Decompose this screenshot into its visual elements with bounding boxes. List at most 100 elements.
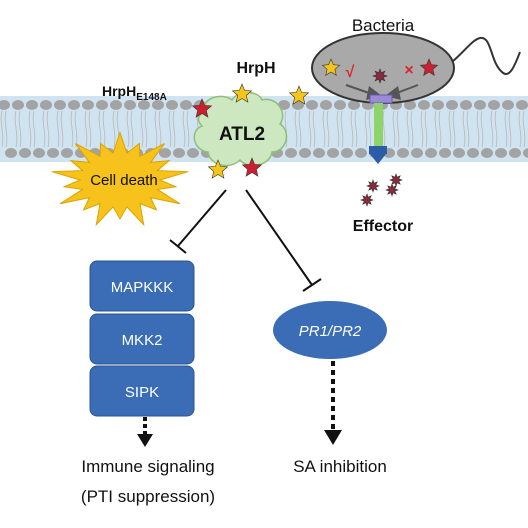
lipid-head	[446, 100, 458, 110]
effector-particle	[372, 68, 388, 84]
bacteria-cell: Bacteria √ ×	[311, 16, 521, 104]
lipid-head	[411, 148, 423, 158]
kinase-box-sipk: SIPK	[89, 365, 195, 417]
lipid-tail	[84, 110, 88, 148]
lipid-head	[138, 100, 150, 110]
lipid-tail	[350, 110, 354, 148]
flagellum	[451, 37, 521, 75]
lipid-tail	[144, 110, 148, 148]
lipid-head	[47, 148, 59, 158]
membrane-lipid-heads	[0, 100, 528, 158]
lipid-tail	[508, 110, 512, 148]
effector-particle	[360, 193, 374, 207]
kinase-box-mapkkk: MAPKKK	[89, 260, 195, 312]
lipid-head	[348, 100, 360, 110]
hrph-mutant-star-red	[191, 98, 213, 118]
lipid-tail	[102, 110, 106, 148]
lipid-tail	[504, 110, 508, 148]
lipid-tail	[326, 110, 330, 148]
lipid-head	[502, 100, 514, 110]
lipid-head	[68, 100, 80, 110]
hrph-star-yellow	[231, 83, 253, 103]
lipid-tail	[518, 110, 522, 148]
lipid-head	[187, 148, 199, 158]
check-mark: √	[346, 64, 355, 81]
lipid-tail	[480, 110, 484, 148]
lipid-tail	[382, 110, 386, 148]
lipid-head	[5, 148, 17, 158]
lipid-tail	[0, 110, 4, 148]
lipid-tail	[438, 110, 442, 148]
lipid-head	[397, 148, 409, 158]
lipid-tail	[46, 110, 50, 148]
lipid-head	[439, 148, 451, 158]
lipid-head	[509, 148, 521, 158]
lipid-head	[180, 100, 192, 110]
lipid-tail	[424, 110, 428, 148]
lipid-head	[61, 148, 73, 158]
atl2-protein: ATL2	[193, 91, 288, 167]
lipid-head	[523, 148, 528, 158]
lipid-head	[285, 148, 297, 158]
lipid-head	[404, 100, 416, 110]
lipid-head	[33, 148, 45, 158]
lipid-tail	[312, 110, 316, 148]
lipid-head	[516, 100, 528, 110]
lipid-head	[355, 148, 367, 158]
effector-particle	[366, 179, 380, 193]
lipid-tail	[462, 110, 466, 148]
inhibition-to-pr-genes	[245, 189, 322, 292]
cell-death-burst: Cell death	[51, 130, 189, 227]
lipid-tail	[172, 110, 176, 148]
pr-genes-label: PR1/PR2	[299, 323, 362, 340]
lipid-head	[467, 148, 479, 158]
lipid-head	[124, 100, 136, 110]
lipid-tail	[522, 110, 526, 148]
arrow-to-immune-signaling	[137, 417, 153, 447]
lipid-tail	[158, 110, 162, 148]
lipid-tail	[364, 110, 368, 148]
lipid-head	[460, 100, 472, 110]
lipid-tail	[4, 110, 8, 148]
hrph-star-yellow	[288, 85, 310, 105]
lipid-tail	[406, 110, 410, 148]
lipid-tail	[140, 110, 144, 148]
lipid-tail	[340, 110, 344, 148]
lipid-head	[26, 100, 38, 110]
lipid-tail	[88, 110, 92, 148]
kinase-cascade: MAPKKK MKK2 SIPK	[89, 260, 195, 417]
lipid-head	[152, 100, 164, 110]
lipid-tail	[410, 110, 414, 148]
pr-genes: PR1/PR2	[273, 301, 387, 359]
hrph-label: HrpH	[236, 60, 275, 77]
hrph-mutant-base: HrpH	[102, 83, 136, 99]
bacteria-star-red	[419, 58, 439, 76]
lipid-head	[341, 148, 353, 158]
lipid-head	[334, 100, 346, 110]
kinase-label-mkk2: MKK2	[122, 332, 163, 349]
lipid-tail	[18, 110, 22, 148]
lipid-tail	[368, 110, 372, 148]
lipid-head	[299, 148, 311, 158]
sa-inhibition-label: SA inhibition	[293, 457, 387, 476]
lipid-head	[488, 100, 500, 110]
lipid-tail	[186, 110, 190, 148]
lipid-head	[110, 100, 122, 110]
lipid-head	[54, 100, 66, 110]
lipid-tail	[308, 110, 312, 148]
secretion-channel	[369, 94, 393, 164]
lipid-tail	[154, 110, 158, 148]
lipid-tail	[420, 110, 424, 148]
lipid-tail	[452, 110, 456, 148]
lipid-tail	[322, 110, 326, 148]
lipid-tail	[42, 110, 46, 148]
lipid-tail	[476, 110, 480, 148]
lipid-tail	[32, 110, 36, 148]
lipid-head	[173, 148, 185, 158]
kinase-label-sipk: SIPK	[125, 384, 159, 401]
effector-particle	[385, 183, 399, 197]
lipid-head	[481, 148, 493, 158]
cell-death-label: Cell death	[90, 172, 158, 189]
pti-suppression-label: (PTI suppression)	[81, 487, 215, 506]
bacteria-star-yellow	[321, 58, 341, 76]
